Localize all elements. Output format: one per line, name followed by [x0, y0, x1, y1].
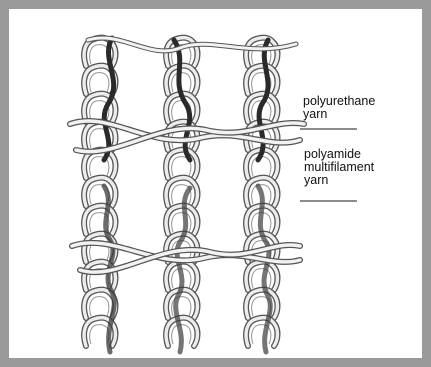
polyurethane-label-line-2: yarn [303, 108, 375, 121]
wale-1 [84, 38, 115, 346]
polyamide-label-line-3: yarn [304, 174, 374, 187]
polyurethane-yarn-label: polyurethane yarn [303, 95, 375, 121]
polyamide-yarn-label: polyamide multifilament yarn [304, 148, 374, 187]
wale-2 [166, 38, 197, 346]
